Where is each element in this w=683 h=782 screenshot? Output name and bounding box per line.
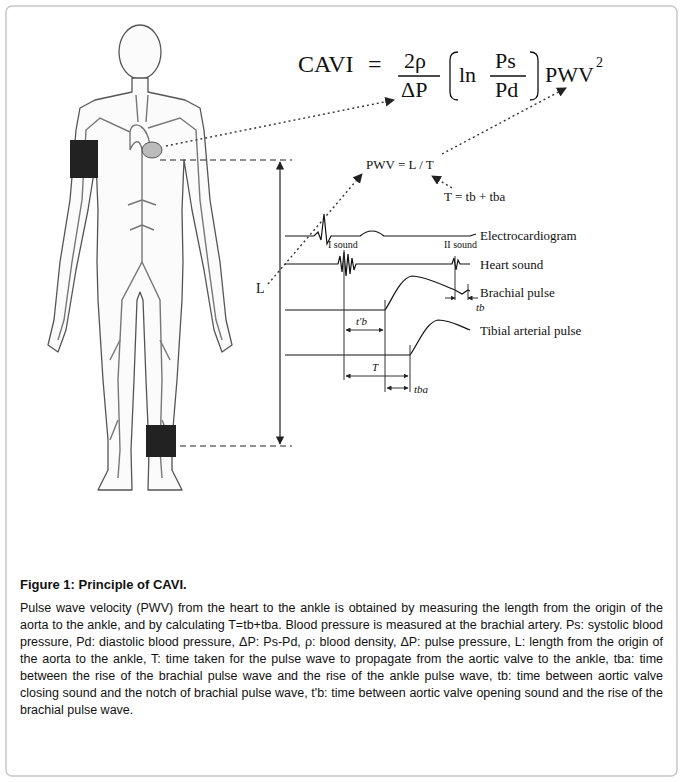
sound-label: II sound — [444, 240, 477, 250]
arm-cuff — [70, 140, 98, 178]
dimension-label: L — [256, 282, 265, 296]
timing-markers — [344, 250, 478, 392]
formula-term: CAVI — [298, 52, 354, 76]
formula-term: PWV — [545, 64, 594, 86]
trace-label: Electrocardiogram — [480, 229, 577, 242]
timing-label: tba — [414, 384, 428, 395]
waveforms — [285, 214, 476, 355]
formula-numerator: Ps — [495, 50, 516, 72]
formula-time: T = tb + tba — [444, 190, 505, 203]
trace-label: Brachial pulse — [480, 286, 555, 299]
caption-text: Pulse wave velocity (PWV) from the heart… — [20, 600, 663, 719]
pointer-arrows — [166, 88, 566, 284]
sound-label: I sound — [328, 240, 358, 250]
formula-denominator: ΔP — [401, 79, 427, 101]
trace-label: Tibial arterial pulse — [480, 324, 581, 337]
length-dimension — [160, 160, 292, 446]
arteries — [58, 95, 222, 478]
formula-equals: = — [368, 52, 382, 76]
timing-label: tb — [476, 302, 485, 313]
formula-denominator: Pd — [495, 79, 518, 101]
timing-label: T — [372, 362, 378, 373]
formula-numerator: 2ρ — [404, 50, 426, 72]
ankle-cuff — [146, 425, 176, 457]
figure-caption: Figure 1: Principle of CAVI. — [20, 578, 187, 591]
trace-label: Heart sound — [480, 258, 543, 271]
formula-log: ln — [459, 64, 476, 86]
figure-frame — [6, 6, 677, 776]
heart — [142, 142, 162, 158]
formula-exponent: 2 — [596, 56, 603, 70]
human-body — [48, 25, 232, 490]
formula-pwv: PWV = L / T — [366, 158, 434, 171]
timing-label: t'b — [356, 316, 367, 327]
